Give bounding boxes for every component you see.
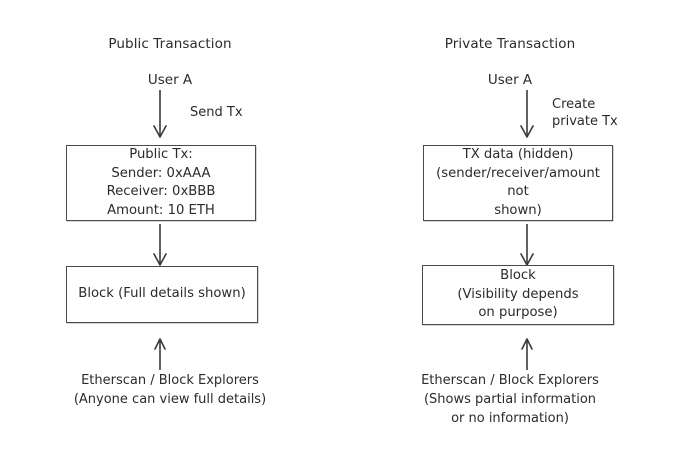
arrow-user-to-tx-public bbox=[150, 90, 170, 140]
tx-box-public: Public Tx: Sender: 0xAAA Receiver: 0xBBB… bbox=[66, 145, 256, 221]
column-title-private: Private Transaction bbox=[444, 36, 576, 52]
column-title-public: Public Transaction bbox=[108, 36, 232, 52]
actor-label-public: User A bbox=[147, 72, 193, 88]
column-public-transaction: Public Transaction User A Send Tx Public… bbox=[66, 36, 267, 407]
tx-box-private: TX data (hidden) (sender/receiver/amount… bbox=[423, 145, 613, 221]
arrow-user-to-tx-private bbox=[517, 90, 537, 140]
footnote-explorer-private: Etherscan / Block Explorers (Shows parti… bbox=[421, 373, 599, 426]
arrow-tx-to-block-private bbox=[517, 224, 537, 268]
edge-label-create-private-tx: Create private Tx bbox=[552, 97, 618, 129]
block-box-public: Block (Full details shown) bbox=[66, 266, 258, 323]
arrow-tx-to-block-public bbox=[150, 224, 170, 268]
arrow-explorer-to-block-private bbox=[517, 338, 537, 370]
block-box-private: Block (Visibility depends on purpose) bbox=[422, 265, 614, 325]
edge-label-send-tx: Send Tx bbox=[190, 105, 243, 120]
arrow-explorer-to-block-public bbox=[150, 338, 170, 370]
actor-label-private: User A bbox=[487, 72, 533, 88]
column-private-transaction: Private Transaction User A Create privat… bbox=[340, 0, 680, 470]
footnote-explorer-public: Etherscan / Block Explorers (Anyone can … bbox=[73, 373, 267, 407]
